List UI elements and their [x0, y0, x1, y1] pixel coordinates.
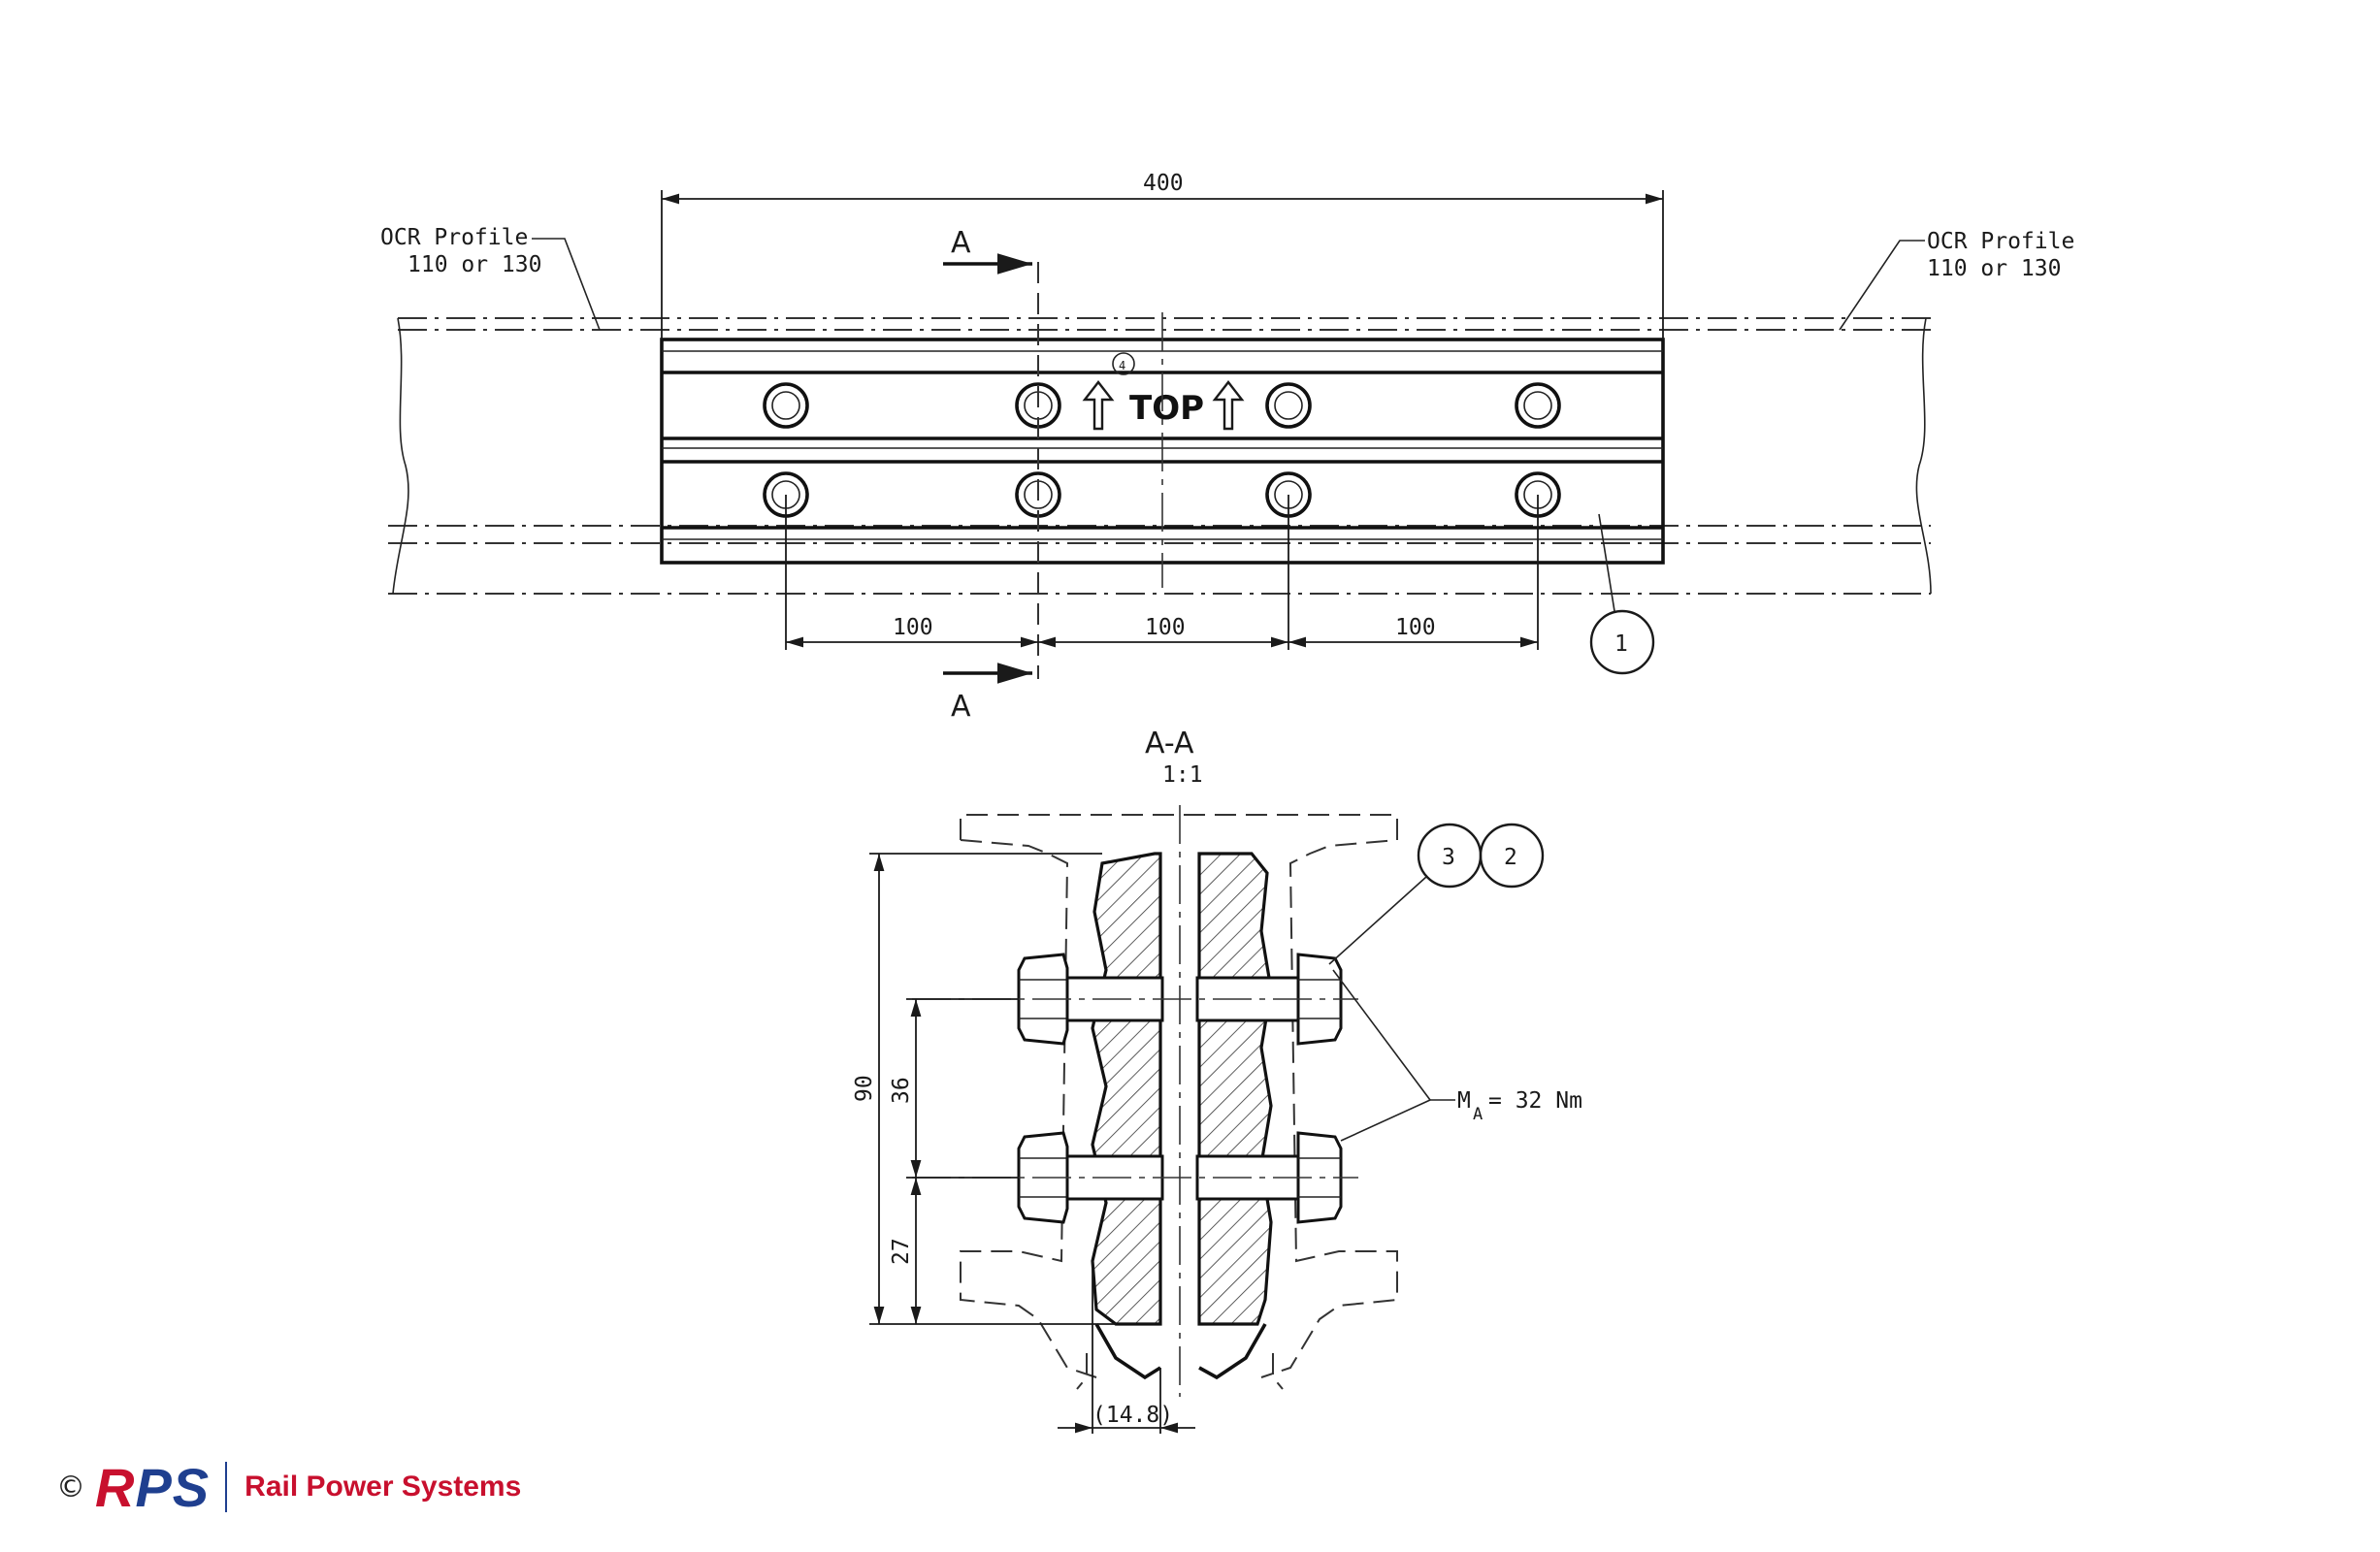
right-jaw-tip	[1198, 1323, 1267, 1380]
section-scale: 1:1	[1162, 762, 1203, 788]
item-callout-1: 1	[1589, 513, 1655, 675]
profile-label-right: OCR Profile 110 or 130	[1839, 229, 2074, 331]
svg-text:OCR Profile: OCR Profile	[380, 225, 528, 250]
svg-text:2: 2	[1504, 845, 1517, 870]
torque-note: M A = 32 Nm	[1332, 969, 1582, 1142]
rps-logo-mark: RPS	[95, 1456, 211, 1518]
dim-36: 36	[889, 1077, 914, 1104]
dim-vertical: 90 36 27	[852, 853, 1116, 1325]
dim-100-b: 100	[1145, 615, 1186, 640]
svg-text:110 or 130: 110 or 130	[408, 252, 541, 277]
dim-width: (14.8)	[1058, 1261, 1195, 1434]
dim-100-a: 100	[893, 615, 933, 640]
dim-14-8: (14.8)	[1092, 1403, 1173, 1428]
company-logo: © RPS Rail Power Systems	[56, 1453, 521, 1521]
dim-27: 27	[889, 1238, 914, 1265]
svg-text:M: M	[1457, 1088, 1471, 1114]
dim-90: 90	[852, 1075, 877, 1102]
profile-label-left: OCR Profile 110 or 130	[380, 225, 601, 331]
dim-hole-spacing: 100 100 100	[785, 495, 1539, 650]
small-callout: 4	[1119, 359, 1125, 372]
copyright-symbol: ©	[56, 1470, 85, 1504]
svg-text:3: 3	[1442, 845, 1455, 870]
dim-400-label: 400	[1143, 171, 1184, 196]
svg-text:1: 1	[1614, 631, 1628, 657]
ocr-profile-phantom	[388, 317, 1932, 595]
svg-text:110 or 130: 110 or 130	[1927, 256, 2061, 281]
section-title: A-A	[1145, 727, 1194, 760]
left-jaw-tip	[1094, 1323, 1161, 1380]
dim-overall: 400	[661, 171, 1664, 340]
section-cut-mark: A A	[943, 226, 1039, 724]
top-marking: TOP 4	[1082, 352, 1245, 431]
dim-100-c: 100	[1395, 615, 1436, 640]
left-plate-section	[1091, 852, 1162, 1326]
rail-phantom	[960, 814, 1398, 1390]
svg-text:A: A	[1473, 1105, 1483, 1124]
svg-text:= 32 Nm: = 32 Nm	[1488, 1088, 1582, 1114]
svg-text:OCR Profile: OCR Profile	[1927, 229, 2074, 254]
top-label: TOP	[1129, 389, 1204, 428]
company-name: Rail Power Systems	[245, 1471, 522, 1503]
top-view: TOP 4 400 OCR Profile 110 or 130 OCR Pro…	[380, 171, 2074, 724]
section-mark-bottom: A	[951, 690, 971, 724]
section-mark-top: A	[951, 226, 971, 260]
section-view: A-A 1:1	[852, 727, 1582, 1434]
logo-separator	[225, 1462, 228, 1512]
right-plate-section	[1197, 852, 1273, 1326]
item-callouts-3-2: 3 2	[1328, 823, 1545, 965]
